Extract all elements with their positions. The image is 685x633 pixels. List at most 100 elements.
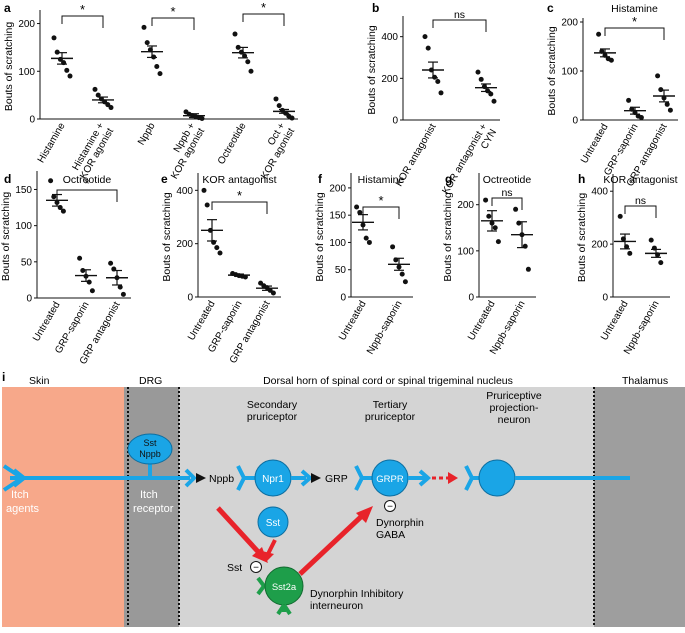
nppb-label: Nppb [209,473,234,485]
data-point-a [105,102,111,108]
itch-agents-label-2: agents [6,503,40,515]
itch-receptor-label-2: receptor [133,503,174,515]
significance-label-a: * [80,2,85,17]
data-point-a [108,105,114,111]
y-axis-label-b: Bouts of scratching [366,25,378,114]
sst-release-label: Sst [227,562,242,574]
primary-terminal [184,468,197,488]
data-point-d [77,255,83,261]
sst2a-label: Sst2a [272,582,297,593]
data-point-h [617,213,623,219]
category-label-c: Untreated [579,122,610,166]
panel-letter-d: d [4,172,11,186]
y-tick-label-g: 0 [468,293,474,304]
projection-neuron [478,459,516,497]
category-label-g: Untreated [466,299,497,343]
y-tick-label-f: 100 [329,238,346,249]
data-point-f [390,244,396,250]
grpr-terminal [418,469,432,487]
significance-label-e: * [237,188,242,203]
grpr-label: GRPR [376,474,404,485]
data-point-b [422,34,428,40]
data-point-a [144,40,150,46]
panel-title-f: Histamine [358,174,405,186]
significance-bracket-h [624,205,657,218]
data-point-f [354,204,360,210]
y-axis-label-e: Bouts of scratching [161,192,173,281]
data-point-f [363,235,369,241]
category-label-a: Histamine [36,121,68,165]
y-tick-label-g: 100 [457,246,474,257]
category-label-a: Octreotide [216,121,249,167]
grp-label: GRP [325,473,348,485]
significance-bracket-a [242,13,285,26]
y-tick-label-b: 200 [381,74,398,85]
y-tick-label-b: 0 [392,116,398,127]
sst-to-sst2a-arrowhead [262,551,274,562]
panel-letter-e: e [161,172,168,186]
significance-bracket-d [56,189,118,202]
significance-label-c: * [632,14,637,29]
y-tick-label-d: 50 [21,257,33,268]
nppb-to-sst-line [216,506,264,558]
thalamus-region [594,387,685,627]
data-point-e [204,202,210,208]
data-point-a [248,68,254,74]
y-tick-label-f: 200 [329,183,346,194]
data-point-e [217,250,223,256]
data-point-b [475,69,481,75]
y-tick-label-a: 100 [18,67,35,78]
data-point-b [438,90,444,96]
skin-nerve-ending [2,464,28,492]
significance-bracket-a [61,15,104,28]
panel-title-d: Octreotide [63,174,112,186]
sst2a-to-grpr-line [298,512,366,576]
significance-bracket-a [151,17,195,30]
y-tick-label-h: 200 [591,240,608,251]
data-point-c [626,97,632,103]
panel-letter-f: f [318,172,323,186]
npr1-terminal [300,469,314,487]
significance-label-a: * [170,4,175,19]
drg-region [124,387,179,627]
itch-receptor-label-1: Itch [140,489,158,501]
sst2a-to-grpr-arrowhead [356,506,373,523]
category-label-a: Histamine +KOR agonist [69,121,117,181]
panel-letter-g: g [445,172,452,186]
y-tick-label-h: 400 [591,187,608,198]
projection-title-2: projection- [489,402,539,414]
data-point-b [488,91,494,97]
data-point-d [80,268,86,274]
inhibitory-label-1: Dynorphin Inhibitory [310,588,404,600]
y-tick-label-d: 0 [26,294,32,305]
data-point-b [425,45,431,51]
data-point-c [664,101,670,107]
panel-letter-h: h [578,172,585,186]
panel-title-h: KOR antagonist [603,174,677,186]
data-point-c [596,31,602,37]
data-point-a [92,86,98,92]
y-tick-label-d: 150 [15,185,32,196]
category-label-b: KOR antagonist +CYN [440,122,499,202]
y-tick-label-f: 50 [335,265,347,276]
significance-bracket-g [491,197,523,210]
projection-title-1: Pruriceptive [486,390,542,402]
panel-letter-c: c [547,1,554,15]
data-point-a [67,73,73,79]
data-point-a [141,24,147,30]
data-point-f [399,271,405,277]
data-point-c [638,115,644,121]
y-axis-label-f: Bouts of scratching [314,192,326,281]
significance-bracket-e [211,201,268,214]
dorsal-horn-label: Dorsal horn of spinal cord or spinal tri… [263,375,513,387]
gaba-label: GABA [376,529,405,541]
